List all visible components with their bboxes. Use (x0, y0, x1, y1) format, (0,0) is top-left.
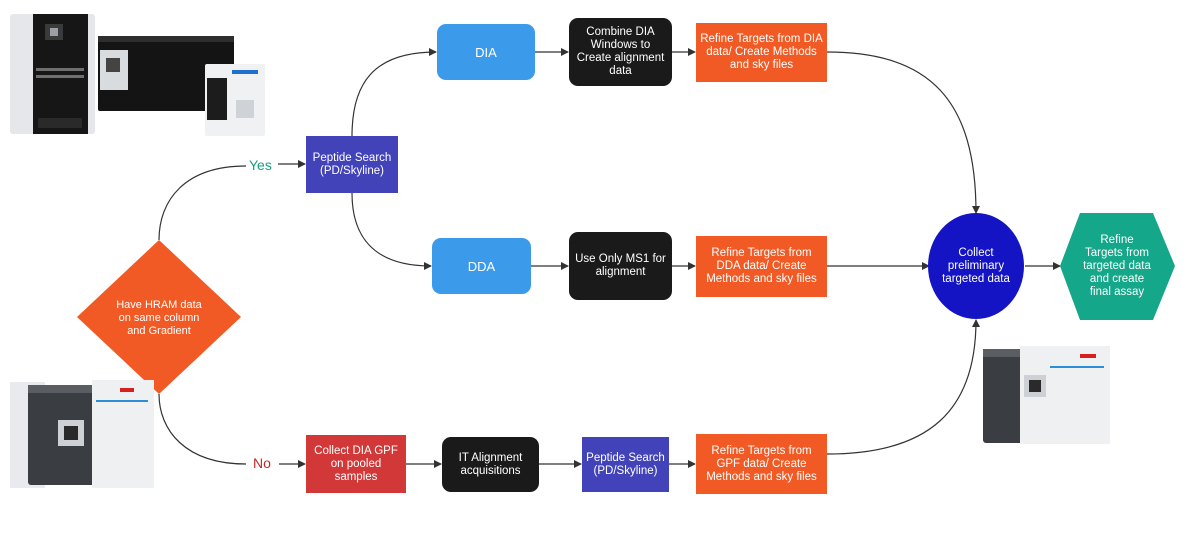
connector-refine-dia-to-collect (826, 51, 980, 214)
hram-decision-label: Have HRAM data on same column and Gradie… (116, 298, 202, 337)
connector-peptide-search-to-dda (351, 192, 432, 270)
mass-spectrometer-image-right (983, 346, 1110, 444)
hram-decision-diamond (77, 240, 241, 394)
refine-dia-box: Refine Targets from DIA data/ Create Met… (696, 23, 827, 82)
yes-label: Yes (249, 157, 272, 173)
collect-preliminary-ellipse (928, 213, 1024, 319)
dia-box: DIA (437, 24, 535, 80)
refine-final-label: Refine Targets from targeted data and cr… (1083, 233, 1151, 298)
mass-spectrometer-image-bottom-left (10, 380, 154, 488)
connector-hram-to-yes (158, 165, 247, 241)
connector-hram-to-no (158, 393, 247, 465)
connector-refine-gpf-to-collect (826, 319, 980, 455)
connector-peptide-search-to-dia (351, 48, 437, 137)
collect-preliminary-label: Collect preliminary targeted data (942, 246, 1010, 285)
mass-spectrometer-image-top-left (10, 14, 265, 136)
combine-dia-box: Combine DIA Windows to Create alignment … (569, 18, 672, 86)
refine-final-hexagon (1060, 213, 1175, 320)
dda-box: DDA (432, 238, 531, 294)
peptide-search-bottom-box: Peptide Search (PD/Skyline) (582, 437, 669, 492)
collect-gpf-box: Collect DIA GPF on pooled samples (306, 435, 406, 493)
refine-dda-box: Refine Targets from DDA data/ Create Met… (696, 236, 827, 297)
ms1-box: Use Only MS1 for alignment (569, 232, 672, 300)
peptide-search-top-box: Peptide Search (PD/Skyline) (306, 136, 398, 193)
it-alignment-box: IT Alignment acquisitions (442, 437, 539, 492)
refine-gpf-box: Refine Targets from GPF data/ Create Met… (696, 434, 827, 494)
no-label: No (253, 455, 271, 471)
